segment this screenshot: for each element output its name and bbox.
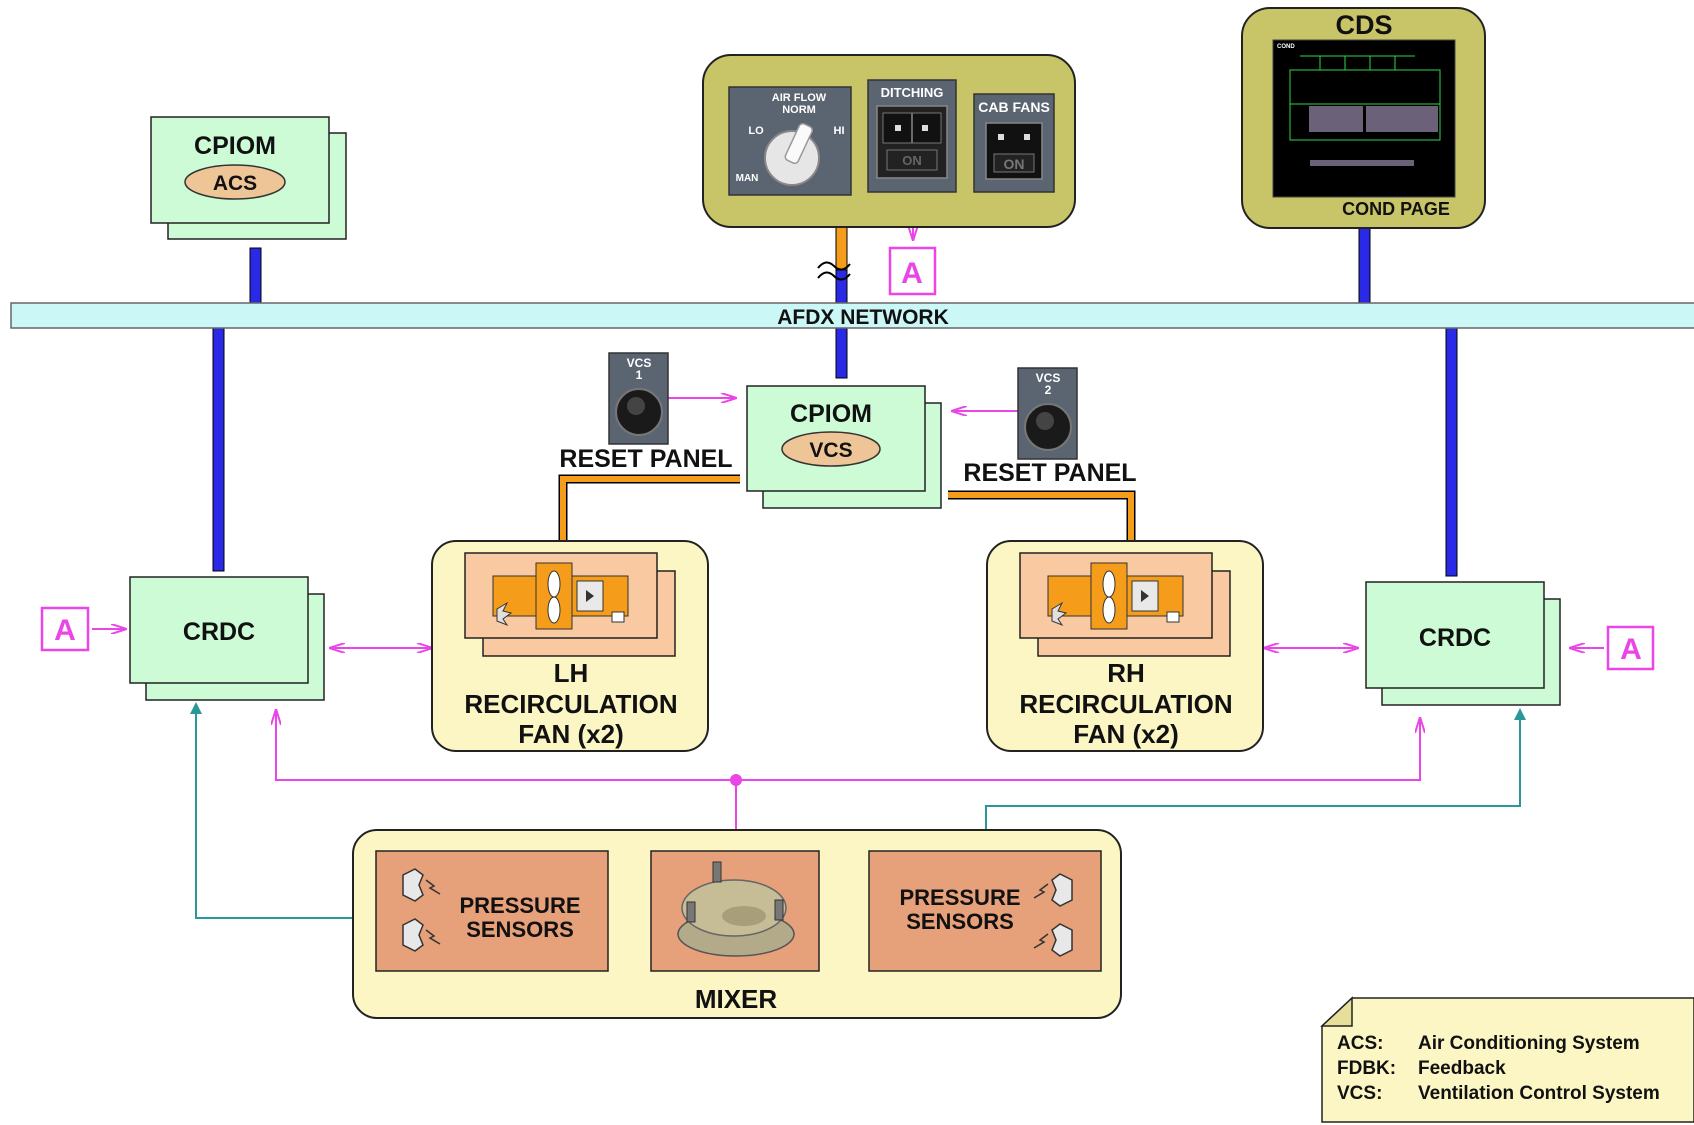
connector-a-right: A xyxy=(1606,625,1655,671)
cpiom-acs-title: CPIOM xyxy=(194,132,276,160)
airflow-knob-pointer xyxy=(784,122,813,165)
reset-panel-right-label: RESET PANEL xyxy=(963,459,1136,487)
lh-fan-line2: RECIRCULATION xyxy=(464,689,677,719)
rh-fan-icon xyxy=(1047,562,1184,630)
sensors-left-line2: SENSORS xyxy=(466,917,574,942)
ditching-on: ON xyxy=(902,153,922,168)
pressure-sensors-left: PRESSURE SENSORS xyxy=(375,850,609,972)
mixer-unit: PRESSURE SENSORS PRESSURE SENSORS MIXER xyxy=(352,829,1122,1019)
sensor-links xyxy=(190,702,1526,919)
reset-panel-left-label: RESET PANEL xyxy=(559,445,732,473)
bus-bar xyxy=(10,302,1694,329)
afdx-network-bus: AFDX NETWORK xyxy=(10,302,1694,329)
legend-abbr-2: VCS: xyxy=(1337,1083,1382,1104)
mixer-junction xyxy=(730,774,742,786)
airflow-title: AIR FLOW xyxy=(772,92,827,104)
vcs2-badge-line2: 2 xyxy=(1045,383,1052,397)
airflow-selector[interactable]: AIR FLOW NORM LO HI MAN xyxy=(728,86,852,196)
cpiom-acs-box: CPIOM ACS xyxy=(150,116,347,240)
connection-lines xyxy=(92,186,1604,919)
crdc-left: CRDC xyxy=(129,576,325,701)
lh-fan-line3: FAN (x2) xyxy=(518,719,623,749)
crdc-right-front xyxy=(1365,581,1545,689)
mixer-drum xyxy=(650,850,820,972)
ditching-button[interactable]: DITCHING ON xyxy=(867,79,957,193)
crdc-left-label: CRDC xyxy=(183,618,255,646)
mixer-label: MIXER xyxy=(695,984,778,1014)
connector-a-top: A xyxy=(888,246,937,296)
cds-title: CDS xyxy=(1335,10,1392,40)
cab-fans-on-window xyxy=(993,153,1035,173)
airflow-hi: HI xyxy=(834,125,845,137)
sensors-right-line1: PRESSURE xyxy=(899,885,1020,910)
cab-fans-title: CAB FANS xyxy=(978,99,1050,115)
legend-desc-0: Air Conditioning System xyxy=(1418,1033,1640,1054)
legend-abbr-0: ACS: xyxy=(1337,1033,1383,1054)
ditching-title: DITCHING xyxy=(881,85,944,100)
airflow-norm: NORM xyxy=(782,104,816,116)
airflow-lo: LO xyxy=(748,125,764,137)
sensors-right-line2: SENSORS xyxy=(906,909,1014,934)
cds-zone-left xyxy=(1309,106,1363,132)
legend-desc-2: Ventilation Control System xyxy=(1418,1083,1660,1104)
legend-note: ACS: Air Conditioning System FDBK: Feedb… xyxy=(1320,996,1694,1123)
cds-display: CDS COND COND PAGE xyxy=(1241,7,1486,229)
afdx-links xyxy=(212,225,1458,577)
crdc-right: CRDC xyxy=(1365,581,1561,706)
cds-mixer-bar xyxy=(1310,160,1414,166)
cpiom-vcs-tag: VCS xyxy=(809,439,852,462)
pressure-sensors-right: PRESSURE SENSORS xyxy=(868,850,1102,972)
vcs1-badge-line1: VCS xyxy=(627,356,652,370)
reset-panel-right: VCS 2 RESET PANEL xyxy=(963,367,1137,487)
connector-a-left: A xyxy=(40,606,90,652)
rh-fan-line3: FAN (x2) xyxy=(1073,719,1178,749)
rh-recirculation-fan: RH RECIRCULATION FAN (x2) xyxy=(986,540,1264,752)
legend-fold xyxy=(1320,996,1353,1027)
discrete-links xyxy=(92,186,1604,850)
sensor-icon xyxy=(1051,873,1073,957)
cpiom-acs-tag: ACS xyxy=(213,172,257,195)
cds-zone-right xyxy=(1366,106,1438,132)
crdc-right-label: CRDC xyxy=(1419,624,1491,652)
rh-fan-line1: RH xyxy=(1107,658,1145,688)
vcs2-badge-line1: VCS xyxy=(1036,371,1061,385)
vcs-oval xyxy=(781,431,881,467)
lh-fan-line1: LH xyxy=(554,658,589,688)
connector-a-left-label: A xyxy=(54,614,76,647)
rh-fan-line2: RECIRCULATION xyxy=(1019,689,1232,719)
cab-fans-on: ON xyxy=(1004,156,1025,172)
cds-page-label: COND PAGE xyxy=(1342,199,1450,219)
crdc-left-front xyxy=(129,576,309,684)
reset-panel-left: VCS 1 RESET PANEL xyxy=(559,352,733,473)
legend-desc-1: Feedback xyxy=(1418,1058,1506,1079)
acs-oval xyxy=(184,164,286,200)
sensors-left-line1: PRESSURE xyxy=(459,893,580,918)
airflow-man: MAN xyxy=(736,173,759,184)
sensor-icon xyxy=(402,868,424,952)
cpiom-vcs-box: CPIOM VCS xyxy=(746,385,942,509)
overhead-panel: AIR FLOW NORM LO HI MAN DITCHING ON CAB … xyxy=(702,54,1076,228)
lh-recirculation-fan: LH RECIRCULATION FAN (x2) xyxy=(431,540,709,752)
cpiom-vcs-title: CPIOM xyxy=(790,400,872,428)
connector-a-right-label: A xyxy=(1620,633,1642,666)
bus-label: AFDX NETWORK xyxy=(777,306,949,329)
ditching-on-window xyxy=(886,149,938,171)
legend-abbr-1: FDBK: xyxy=(1337,1058,1396,1079)
cab-fans-button[interactable]: CAB FANS ON xyxy=(973,93,1055,193)
lh-fan-icon xyxy=(492,562,629,630)
connector-a-top-label: A xyxy=(901,257,923,290)
cds-screen-label: COND xyxy=(1277,44,1295,50)
cds-cabin-outline xyxy=(1289,55,1441,141)
vcs1-badge-line2: 1 xyxy=(636,368,643,382)
